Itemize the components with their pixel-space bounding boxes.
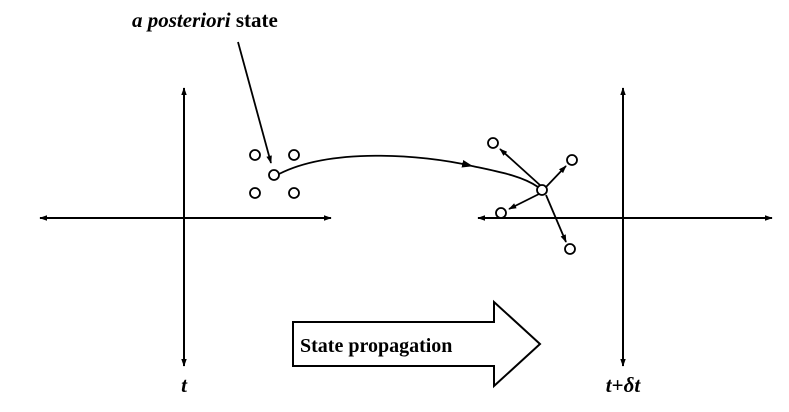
particle (564, 243, 576, 255)
propagation-trajectory (278, 154, 539, 188)
particle (288, 149, 300, 161)
state-propagation-label: State propagation (300, 335, 452, 357)
time-t-plus-dt-label: t+δt (606, 373, 642, 397)
particle (288, 187, 300, 199)
propagated-particle (536, 184, 548, 196)
state-propagation-arrow: State propagation (292, 299, 542, 389)
particle (487, 137, 499, 149)
spread-arrow (508, 193, 540, 210)
trajectory-curve (278, 154, 474, 175)
spread-arrow (499, 148, 542, 187)
particle (495, 207, 507, 219)
pointer-arrow (237, 41, 272, 164)
particle (249, 187, 261, 199)
spread-arrow (545, 165, 567, 188)
time-t-label: t (181, 373, 188, 397)
a-posteriori-particle (268, 169, 280, 181)
particle (249, 149, 261, 161)
right-axes (477, 87, 773, 367)
a-posteriori-state-label: a posteriori state (132, 8, 278, 32)
hollow-arrow-shape (292, 299, 542, 389)
trajectory-curve-end (471, 165, 539, 188)
left-axes (39, 87, 332, 367)
right-particle-spread (487, 137, 578, 255)
spread-arrow (545, 194, 567, 243)
left-particle-cluster (249, 149, 300, 199)
particle (566, 154, 578, 166)
